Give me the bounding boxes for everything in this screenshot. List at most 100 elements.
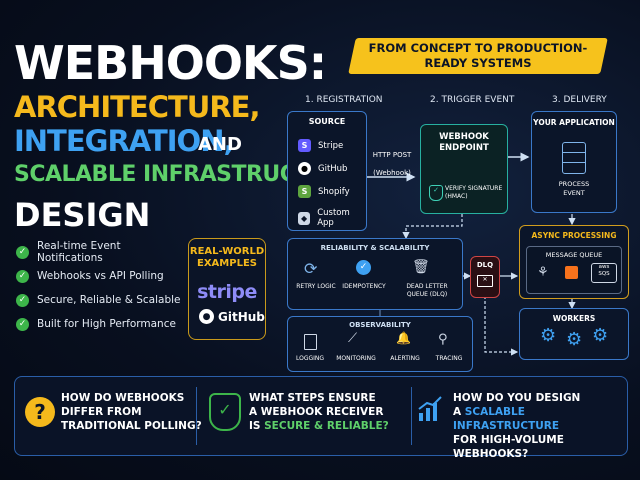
aws-label: aws <box>598 264 610 270</box>
github-label: GitHub <box>218 309 265 324</box>
verify-line1: VERIFY SIGNATURE <box>445 185 503 192</box>
feature-label: Built for High Performance <box>37 318 176 330</box>
async-processing-box: ASYNC PROCESSING MESSAGE QUEUE ⚘ aws SQS <box>519 225 629 299</box>
question-3: HOW DO YOU DESIGN A SCALABLE INFRASTRUCT… <box>453 391 627 461</box>
verify-signature: VERIFY SIGNATURE (HMAC) <box>445 185 505 201</box>
verify-line2: (HMAC) <box>445 193 468 200</box>
idempotency: IDEMPOTENCY <box>342 283 386 290</box>
monitoring: MONITORING <box>336 355 376 362</box>
gear-icon: ⚙ <box>566 329 583 350</box>
source-item-github: ●GitHub <box>298 162 347 175</box>
banner-text: FROM CONCEPT TO PRODUCTION-READY SYSTEMS <box>368 41 588 70</box>
retry-logic: RETRY LOGIC <box>296 283 336 290</box>
feature-label: Real-time Event Notifications <box>37 240 121 264</box>
trash-icon: 🗑 <box>412 259 430 275</box>
question-2: WHAT STEPS ENSURE A WEBHOOK RECEIVER IS … <box>249 391 389 433</box>
shield-icon: ✓ <box>429 185 443 201</box>
retry-icon: ⟳ <box>304 259 318 278</box>
question-1: HOW DO WEBHOOKS DIFFER FROM TRADITIONAL … <box>61 391 202 433</box>
source-box: SOURCE S Stripe ●GitHub S Shopify ◆ Custom … <box>287 111 367 231</box>
source-title: SOURCE <box>308 117 346 126</box>
title-line1: WEBHOOKS: <box>14 36 327 90</box>
process-event: PROCESS EVENT <box>558 180 590 197</box>
q3-line1: HOW DO YOU DESIGN <box>453 392 581 404</box>
document-icon <box>304 334 317 350</box>
dlq-label: DLQ <box>476 261 494 269</box>
stage-registration: 1. REGISTRATION <box>305 95 383 105</box>
logging: LOGGING <box>295 355 325 362</box>
feature-label: Webhooks vs API Polling <box>37 270 164 282</box>
source-item-label: Shopify <box>318 186 350 197</box>
source-item-label: GitHub <box>318 163 348 174</box>
bell-icon: 🔔 <box>396 331 411 345</box>
stage-trigger: 2. TRIGGER EVENT <box>430 95 515 105</box>
check-icon: ✓ <box>16 293 29 307</box>
title-and: AND <box>198 134 242 155</box>
github-logo: ● GitHub <box>199 309 265 324</box>
real-world-examples: REAL-WORLD EXAMPLES stripe ● GitHub <box>188 238 266 340</box>
feature-item: ✓ Webhooks vs API Polling <box>16 267 186 285</box>
check-icon: ✓ <box>16 317 29 331</box>
message-queue: MESSAGE QUEUE ⚘ aws SQS <box>526 246 622 294</box>
observability-title: OBSERVABILITY <box>349 321 411 329</box>
idempotency-icon: ✓ <box>356 260 371 275</box>
source-item-label: Stripe <box>318 140 344 151</box>
q2-line3b: SECURE & RELIABLE? <box>264 420 389 432</box>
shopify-icon: S <box>298 185 311 198</box>
server-icon <box>562 142 586 174</box>
title-line3: INTEGRATION, <box>14 124 234 158</box>
alerting: ALERTING <box>390 355 420 362</box>
http-post-line1: HTTP POST <box>372 151 412 159</box>
title-line2: ARCHITECTURE, <box>14 90 260 124</box>
q1-line2: DIFFER FROM <box>61 406 142 418</box>
divider <box>196 387 197 445</box>
endpoint-title: WEBHOOK ENDPOINT <box>439 132 489 153</box>
magnifier-icon: ⚲ <box>438 332 448 347</box>
cube-icon: ◆ <box>298 211 311 225</box>
questions-panel: ? HOW DO WEBHOOKS DIFFER FROM TRADITIONA… <box>14 376 628 460</box>
tracing: TRACING <box>435 355 463 362</box>
dlq-box: DLQ ✕ <box>470 256 500 298</box>
github-icon: ● <box>199 309 214 324</box>
divider <box>411 387 412 445</box>
feature-label: Secure, Reliable & Scalable <box>37 294 181 306</box>
mq-label: MESSAGE QUEUE <box>545 251 603 259</box>
observability-box: OBSERVABILITY ⟋ 🔔 ⚲ LOGGING MONITORING A… <box>287 316 473 372</box>
check-icon: ✓ <box>16 269 29 283</box>
your-application-box: YOUR APPLICATION PROCESS EVENT <box>531 111 617 213</box>
q1-line3: TRADITIONAL POLLING? <box>61 420 202 432</box>
shield-check-icon: ✓ <box>209 393 241 431</box>
question-icon: ? <box>25 397 55 427</box>
source-item-shopify: S Shopify <box>298 185 350 198</box>
stage-delivery: 3. DELIVERY <box>552 95 607 105</box>
app-title: YOUR APPLICATION <box>533 118 615 127</box>
q3-line3: FOR HIGH-VOLUME WEBHOOKS? <box>453 434 564 460</box>
gear-icon: ⚙ <box>592 325 609 346</box>
aws-sqs-icon: aws SQS <box>591 263 617 283</box>
envelope-icon: ✕ <box>477 275 493 287</box>
gear-icon: ⚙ <box>540 325 557 346</box>
q2-line1: WHAT STEPS ENSURE <box>249 392 376 404</box>
webhook-endpoint-box: WEBHOOK ENDPOINT ✓ VERIFY SIGNATURE (HMA… <box>420 124 508 214</box>
reliability-title: RELIABILITY & SCALABILITY <box>320 244 430 252</box>
feature-item: ✓ Secure, Reliable & Scalable <box>16 291 186 309</box>
source-item-stripe: S Stripe <box>298 139 343 152</box>
http-post-line2: (Webhook) <box>373 169 411 177</box>
growth-chart-icon <box>418 396 442 421</box>
feature-item: ✓ Real-time Event Notifications <box>16 240 186 264</box>
async-title: ASYNC PROCESSING <box>531 231 617 240</box>
check-icon: ✓ <box>16 245 29 259</box>
q2-line3a: IS <box>249 420 265 432</box>
stripe-logo: stripe <box>197 281 257 303</box>
source-item-label: Custom App <box>317 208 350 228</box>
http-post-label: HTTP POST (Webhook) <box>366 146 418 182</box>
real-world-title: REAL-WORLD EXAMPLES <box>189 246 265 269</box>
sqs-label: SQS <box>598 271 610 277</box>
stripe-icon: S <box>298 139 311 152</box>
rabbitmq-icon <box>565 266 578 279</box>
workers-title: WORKERS <box>552 314 596 323</box>
feature-item: ✓ Built for High Performance <box>16 315 186 333</box>
q3-line2b: SCALABLE INFRASTRUCTURE <box>453 406 560 432</box>
reliability-box: RELIABILITY & SCALABILITY ⟳ ✓ 🗑 RETRY LO… <box>287 238 463 310</box>
